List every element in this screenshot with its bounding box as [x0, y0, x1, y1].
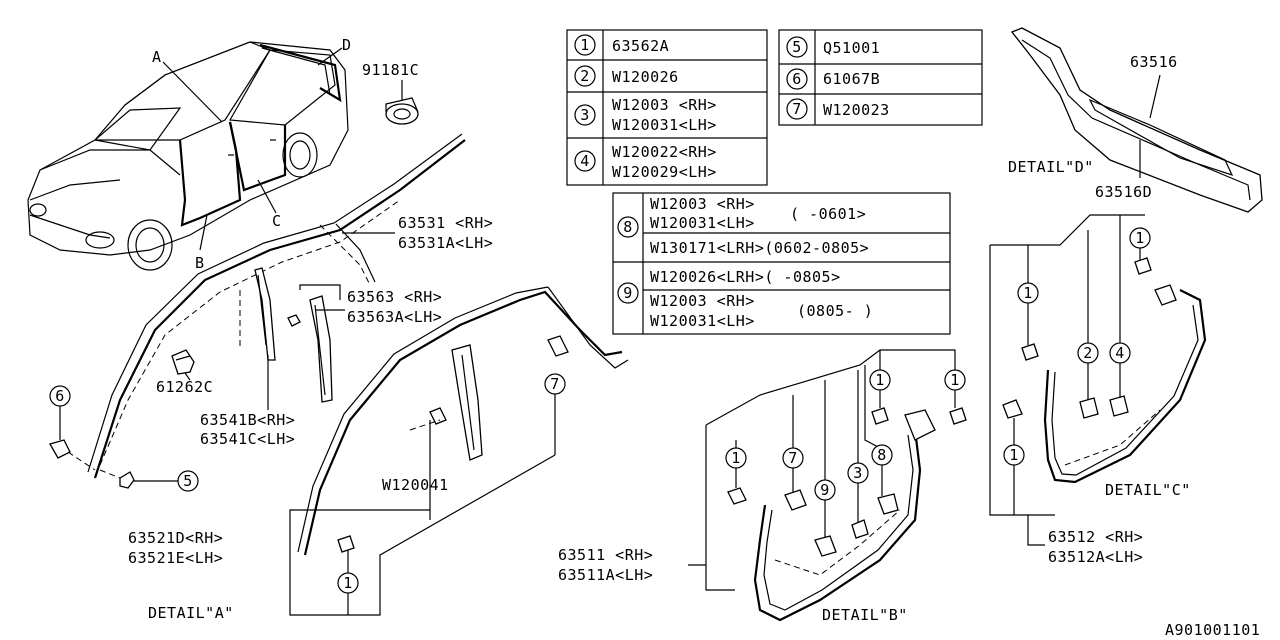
- legend-num: 5: [792, 38, 802, 56]
- legend-part: W120031<LH>: [612, 116, 717, 134]
- callout-b3: 3: [853, 464, 863, 482]
- car-letter-d: D: [342, 36, 352, 54]
- label-61262c: 61262C: [156, 378, 213, 396]
- detail-a-label: DETAIL"A": [148, 604, 234, 622]
- detail-b: 1 7 9 3 8 1 1 63511 <RH> 63511A<LH> DETA…: [558, 349, 967, 624]
- callout-b1: 1: [950, 371, 960, 389]
- legend-range: ( -0601>: [790, 205, 866, 223]
- label-63516d: 63516D: [1095, 183, 1152, 201]
- label-63531-rh: 63531 <RH>: [398, 214, 493, 232]
- label-63512a-lh: 63512A<LH>: [1048, 548, 1143, 566]
- callout-b8: 8: [877, 446, 887, 464]
- legend-part: W12003 <RH>: [650, 195, 755, 213]
- callout-c1: 1: [1009, 446, 1019, 464]
- callout-c2: 2: [1083, 344, 1093, 362]
- legend-part: W120031<LH>: [650, 312, 755, 330]
- label-63541c-lh: 63541C<LH>: [200, 430, 295, 448]
- label-63563-rh: 63563 <RH>: [347, 288, 442, 306]
- label-w120041: W120041: [382, 476, 449, 494]
- label-91181c: 91181C: [362, 61, 419, 79]
- callout-6: 6: [55, 387, 65, 405]
- legend-table-2: 5 Q51001 6 61067B 7 W120023: [778, 29, 983, 126]
- label-63516: 63516: [1130, 53, 1178, 71]
- legend-part: W120022<RH>: [612, 143, 717, 161]
- detail-a: 63531 <RH> 63531A<LH> 63563 <RH> 63563A<…: [49, 133, 629, 622]
- callout-b1: 1: [731, 449, 741, 467]
- car-letter-a: A: [152, 48, 162, 66]
- grommet-91181c: 91181C: [362, 61, 419, 125]
- label-63541b-rh: 63541B<RH>: [200, 411, 295, 429]
- legend-part: W120023: [823, 101, 890, 119]
- callout-c4: 4: [1115, 344, 1125, 362]
- label-63531a-lh: 63531A<LH>: [398, 234, 493, 252]
- label-63511a-lh: 63511A<LH>: [558, 566, 653, 584]
- car-letter-b: B: [195, 254, 205, 272]
- legend-part: Q51001: [823, 39, 880, 57]
- car-illustration: A B C D: [27, 36, 352, 272]
- legend-part: W12003 <RH>: [650, 292, 755, 310]
- legend-part: 61067B: [823, 70, 880, 88]
- label-63563a-lh: 63563A<LH>: [347, 308, 442, 326]
- label-63512-rh: 63512 <RH>: [1048, 528, 1143, 546]
- legend-part: W120026<LRH>( -0805>: [650, 268, 841, 286]
- legend-part: W120029<LH>: [612, 163, 717, 181]
- legend-num: 4: [580, 152, 590, 170]
- legend-part: W130171<LRH>(0602-0805>: [650, 239, 869, 257]
- legend-num: 2: [580, 67, 590, 85]
- legend-range: (0805- ): [797, 302, 873, 320]
- label-63521e-lh: 63521E<LH>: [128, 549, 223, 567]
- callout-7: 7: [550, 375, 560, 393]
- label-63521d-rh: 63521D<RH>: [128, 529, 223, 547]
- callout-b1: 1: [875, 371, 885, 389]
- callout-5: 5: [183, 472, 193, 490]
- drawing-id: A901001101: [1165, 621, 1260, 639]
- legend-table-3: 8 W12003 <RH> W120031<LH> ( -0601> W1301…: [612, 192, 951, 335]
- legend-num: 3: [580, 106, 590, 124]
- legend-num: 1: [580, 36, 590, 54]
- callout-c1: 1: [1023, 284, 1033, 302]
- callout-b7: 7: [788, 449, 798, 467]
- detail-c: 1 1 2 4 1 DETAIL"C" 63512 <RH> 63512A<LH…: [989, 214, 1207, 566]
- legend-table-1: 1 63562A 2 W120026 3 W12003 <RH> W120031…: [566, 29, 768, 186]
- callout-a1: 1: [343, 574, 353, 592]
- detail-d: 63516 DETAIL"D" 63516D: [1008, 27, 1263, 213]
- car-letter-c: C: [272, 212, 282, 230]
- detail-b-label: DETAIL"B": [822, 606, 908, 624]
- detail-c-label: DETAIL"C": [1105, 481, 1191, 499]
- callout-c1: 1: [1135, 229, 1145, 247]
- legend-num: 7: [792, 100, 802, 118]
- legend-part: 63562A: [612, 37, 669, 55]
- label-63511-rh: 63511 <RH>: [558, 546, 653, 564]
- legend-part: W12003 <RH>: [612, 96, 717, 114]
- legend-part: W120031<LH>: [650, 214, 755, 232]
- legend-num: 8: [623, 218, 633, 236]
- legend-part: W120026: [612, 68, 679, 86]
- legend-num: 6: [792, 70, 802, 88]
- legend-num: 9: [623, 284, 633, 302]
- callout-b9: 9: [820, 481, 830, 499]
- detail-d-label: DETAIL"D": [1008, 158, 1094, 176]
